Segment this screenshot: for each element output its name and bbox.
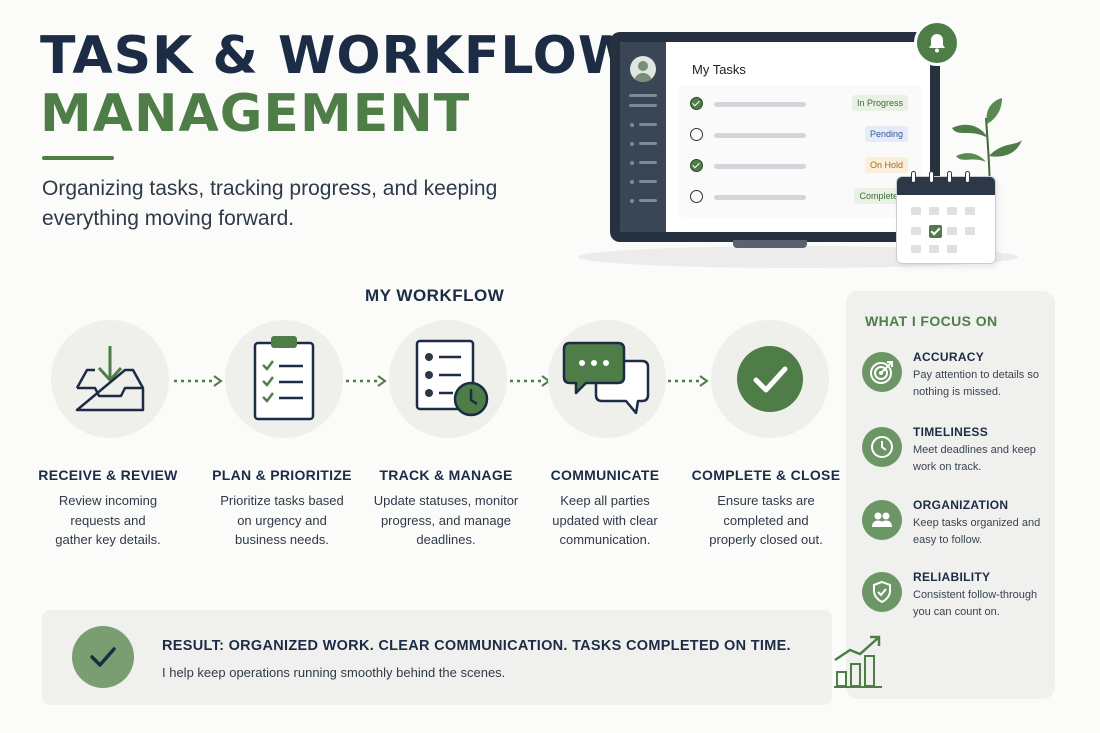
focus-item-title: ORGANIZATION bbox=[913, 498, 1009, 512]
arrow-icon bbox=[668, 375, 709, 387]
page-subtitle: Organizing tasks, tracking progress, and… bbox=[42, 177, 498, 230]
sidebar-line bbox=[629, 94, 657, 97]
result-banner: RESULT: ORGANIZED WORK. CLEAR COMMUNICAT… bbox=[42, 610, 832, 705]
arrow-icon bbox=[510, 375, 551, 387]
clipboard-checklist-icon bbox=[253, 336, 315, 421]
status-badge: Completed bbox=[854, 188, 908, 204]
calendar-icon bbox=[896, 171, 996, 264]
step-title: COMMUNICATE bbox=[550, 467, 660, 483]
step-description: Ensure tasks are completed and properly … bbox=[709, 493, 823, 547]
sidebar-line bbox=[629, 104, 657, 107]
chat-bubbles-icon bbox=[562, 341, 650, 415]
focus-item-title: RELIABILITY bbox=[913, 570, 991, 584]
task-placeholder-bar bbox=[714, 102, 806, 107]
task-placeholder-bar bbox=[714, 195, 806, 200]
focus-panel: WHAT I FOCUS ON ACCURACY Pay attention t… bbox=[846, 291, 1055, 699]
laptop-stand bbox=[733, 240, 807, 248]
list-clock-icon bbox=[415, 339, 489, 417]
clock-icon bbox=[862, 427, 902, 467]
check-circle-icon bbox=[737, 346, 803, 412]
title-divider bbox=[42, 156, 114, 160]
arrow-icon bbox=[346, 375, 387, 387]
step-title: RECEIVE & REVIEW bbox=[38, 467, 178, 483]
sidebar-dot bbox=[630, 142, 634, 146]
focus-item-title: TIMELINESS bbox=[913, 425, 989, 439]
step-description: Update statuses, monitor progress, and m… bbox=[373, 493, 519, 547]
sidebar-dot bbox=[630, 180, 634, 184]
focus-item-description: Pay attention to details so nothing is m… bbox=[913, 369, 1039, 398]
focus-item-description: Meet deadlines and keep work on track. bbox=[913, 444, 1036, 473]
focus-item-description: Consistent follow-through you can count … bbox=[913, 589, 1038, 618]
laptop-mockup: My Tasks In Progress Pending On Hold bbox=[610, 32, 940, 242]
shield-check-icon bbox=[862, 572, 902, 612]
step-description: Review incoming requests and gather key … bbox=[55, 493, 161, 547]
sidebar-line bbox=[639, 161, 657, 164]
status-badge: In Progress bbox=[851, 95, 908, 111]
mockup-task-row: In Progress bbox=[678, 89, 922, 120]
title-line-2: MANAGEMENT bbox=[40, 84, 471, 144]
target-icon bbox=[862, 352, 902, 392]
result-title: RESULT: ORGANIZED WORK. CLEAR COMMUNICAT… bbox=[162, 638, 791, 654]
workflow-step-plan bbox=[225, 320, 343, 438]
sidebar-line bbox=[639, 180, 657, 183]
status-badge: Pending bbox=[864, 126, 908, 142]
sidebar-dot bbox=[630, 161, 634, 165]
sidebar-dot bbox=[630, 123, 634, 127]
arrow-icon bbox=[174, 375, 223, 387]
task-placeholder-bar bbox=[714, 133, 806, 138]
task-checkbox bbox=[690, 128, 703, 141]
plant-icon bbox=[952, 98, 1022, 198]
focus-item-description: Keep tasks organized and easy to follow. bbox=[913, 517, 1041, 546]
result-subtitle: I help keep operations running smoothly … bbox=[162, 665, 506, 680]
task-checkbox bbox=[690, 97, 703, 110]
step-title: COMPLETE & CLOSE bbox=[691, 467, 841, 483]
sidebar-line bbox=[639, 123, 657, 126]
sidebar-line bbox=[639, 142, 657, 145]
status-badge: On Hold bbox=[864, 157, 908, 173]
bell-icon bbox=[914, 20, 960, 66]
mockup-task-row: Completed bbox=[678, 182, 922, 213]
workflow-step-complete bbox=[711, 320, 829, 438]
sidebar-line bbox=[639, 199, 657, 202]
mockup-sidebar bbox=[620, 42, 666, 232]
focus-heading: WHAT I FOCUS ON bbox=[865, 313, 998, 329]
task-checkbox bbox=[690, 190, 703, 203]
inbox-download-icon bbox=[75, 346, 145, 412]
workflow-step-track bbox=[389, 320, 507, 438]
workflow-heading: MY WORKFLOW bbox=[365, 286, 505, 305]
step-description: Keep all parties updated with clear comm… bbox=[552, 493, 658, 547]
mockup-task-row: Pending bbox=[678, 120, 922, 151]
step-title: PLAN & PRIORITIZE bbox=[212, 467, 352, 483]
sidebar-dot bbox=[630, 199, 634, 203]
mockup-title: My Tasks bbox=[692, 62, 746, 77]
task-placeholder-bar bbox=[714, 164, 806, 169]
focus-item-title: ACCURACY bbox=[913, 350, 985, 364]
avatar bbox=[630, 56, 656, 82]
mockup-task-list: In Progress Pending On Hold Completed bbox=[678, 85, 922, 217]
task-checkbox bbox=[690, 159, 703, 172]
title-line-1: TASK & WORKFLOW bbox=[40, 26, 637, 86]
mockup-task-row: On Hold bbox=[678, 151, 922, 182]
people-icon bbox=[862, 500, 902, 540]
step-title: TRACK & MANAGE bbox=[379, 467, 513, 483]
growth-chart-icon bbox=[834, 635, 882, 688]
checkmark-icon bbox=[72, 626, 134, 688]
workflow-step-communicate bbox=[548, 320, 666, 438]
mockup-task-panel: My Tasks In Progress Pending On Hold bbox=[678, 52, 922, 217]
laptop-screen: My Tasks In Progress Pending On Hold bbox=[620, 42, 930, 232]
step-description: Prioritize tasks based on urgency and bu… bbox=[220, 493, 344, 547]
page-title: TASK & WORKFLOW MANAGEMENT bbox=[40, 30, 636, 140]
workflow-step-receive bbox=[51, 320, 169, 438]
